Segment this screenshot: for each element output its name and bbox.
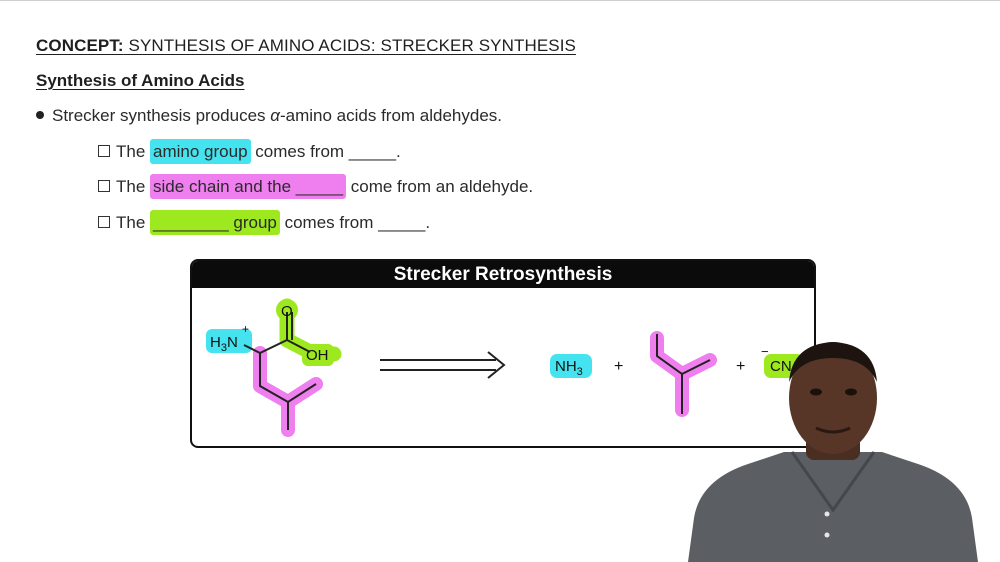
carbonyl-oxygen: O xyxy=(281,303,293,320)
retrosynthesis-arrow-icon xyxy=(380,351,506,379)
hydroxyl-highlight xyxy=(302,344,334,366)
list-item-amino: The amino group comes from _____. xyxy=(98,139,401,164)
cyanide-label: CN xyxy=(770,358,792,375)
bullet-text-pre: Strecker synthesis produces xyxy=(52,106,271,125)
amino-acid-skeleton xyxy=(243,312,317,430)
concept-label: CONCEPT: xyxy=(36,36,124,55)
amine-highlight xyxy=(206,329,252,353)
highlight-side-chain: side chain and the _____ xyxy=(150,174,347,199)
highlight-group: ________ group xyxy=(150,210,280,235)
hydroxyl-label: OH xyxy=(306,347,329,364)
concept-title: CONCEPT: SYNTHESIS OF AMINO ACIDS: STREC… xyxy=(36,36,576,56)
presenter-face xyxy=(789,342,877,454)
main-bullet: Strecker synthesis produces α-amino acid… xyxy=(36,106,502,126)
positive-charge: + xyxy=(242,322,249,336)
alpha-symbol: α xyxy=(270,106,280,125)
item-pre: The xyxy=(116,142,151,161)
item-post: comes from _____. xyxy=(279,213,431,232)
shirt-button xyxy=(824,511,830,517)
presenter-video xyxy=(688,342,978,562)
item-post: come from an aldehyde. xyxy=(346,177,534,196)
ammonia-label: NH3 xyxy=(555,358,583,378)
amine-label: H3N xyxy=(210,334,238,354)
top-divider xyxy=(0,0,1000,1)
presenter-mouth xyxy=(815,426,851,434)
presenter-hair xyxy=(789,342,877,382)
concept-topic: SYNTHESIS OF AMINO ACIDS: STRECKER SYNTH… xyxy=(123,36,576,55)
aldehyde-skeleton xyxy=(656,334,711,414)
shirt-button xyxy=(824,532,830,538)
plus-sign: + xyxy=(614,358,623,375)
checkbox-icon xyxy=(98,180,110,192)
plus-sign: + xyxy=(736,358,745,375)
item-pre: The xyxy=(116,177,151,196)
list-item-carboxyl: The ________ group comes from _____. xyxy=(98,210,431,235)
presenter-shirt xyxy=(688,452,978,562)
shirt-collar xyxy=(790,451,876,513)
cyanide-charge: − xyxy=(761,344,769,359)
item-pre: The xyxy=(116,213,151,232)
highlight-amino-group: amino group xyxy=(150,139,251,164)
retrosynthesis-diagram: H3N + O OH NH3 + + − CN xyxy=(206,298,804,437)
checkbox-icon xyxy=(98,145,110,157)
retrosynthesis-panel: Strecker Retrosynthesis H3N + O OH NH3 +… xyxy=(190,259,816,448)
ammonia-highlight xyxy=(550,354,592,378)
bullet-dot-icon xyxy=(36,111,44,119)
presenter-eye xyxy=(845,388,857,396)
bullet-text-post: -amino acids from aldehydes. xyxy=(279,106,503,125)
item-post: comes from _____. xyxy=(250,142,401,161)
list-item-side-chain: The side chain and the _____ come from a… xyxy=(98,174,534,199)
checkbox-icon xyxy=(98,216,110,228)
panel-title: Strecker Retrosynthesis xyxy=(192,261,814,288)
section-subheading: Synthesis of Amino Acids xyxy=(36,71,245,90)
presenter-eye xyxy=(810,388,822,396)
